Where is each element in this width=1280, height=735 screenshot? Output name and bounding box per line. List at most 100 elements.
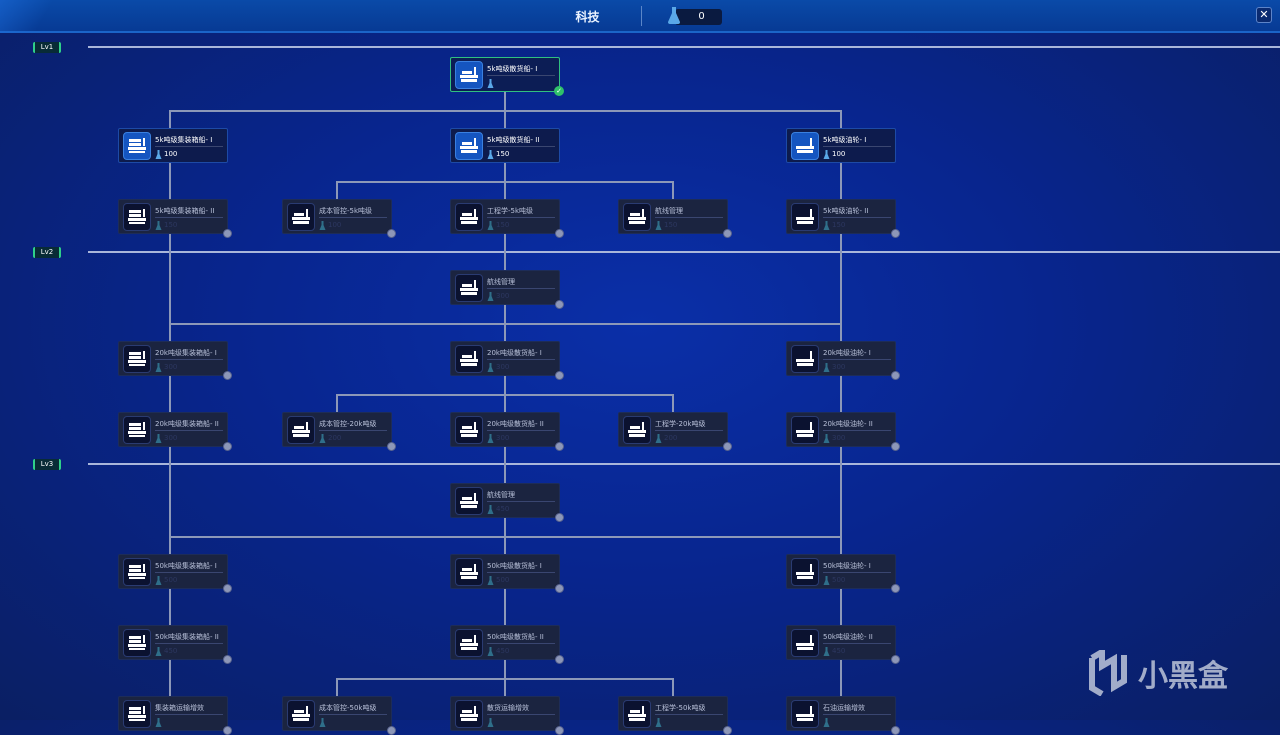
container-ship-icon — [123, 700, 151, 728]
divider — [823, 714, 891, 715]
tanker-icon — [791, 345, 819, 373]
lock-icon — [555, 584, 564, 593]
tanker-icon — [791, 416, 819, 444]
tech-node[interactable]: 5k吨级集装箱船- I 100 — [118, 128, 228, 163]
divider — [487, 430, 555, 431]
tech-node[interactable]: 5k吨级油轮- I 100 — [786, 128, 896, 163]
container-ship-icon — [123, 416, 151, 444]
level-divider — [88, 463, 1280, 465]
tech-cost: 300 — [496, 434, 510, 442]
tech-node[interactable]: 20k吨级散货船- II 300 — [450, 412, 564, 451]
lock-icon — [555, 300, 564, 309]
bulk-ship-icon — [455, 416, 483, 444]
connector-line — [336, 181, 338, 199]
divider — [487, 501, 555, 502]
tech-name: 50k吨级集装箱船- I — [155, 562, 217, 570]
tech-name: 20k吨级油轮- II — [823, 420, 873, 428]
lock-icon — [223, 584, 232, 593]
flask-icon — [487, 150, 494, 159]
lock-icon — [223, 442, 232, 451]
tech-name: 工程学-5k吨级 — [487, 207, 534, 215]
tech-node[interactable]: 50k吨级散货船- II 450 — [450, 625, 564, 664]
tech-node[interactable]: 50k吨级油轮- II 450 — [786, 625, 900, 664]
tech-cost: 200 — [328, 434, 342, 442]
tech-node[interactable]: 航线管理 300 — [450, 270, 564, 309]
tech-node[interactable]: 20k吨级散货船- I 300 — [450, 341, 564, 380]
tech-cost: 150 — [496, 221, 510, 229]
tech-node[interactable]: 50k吨级集装箱船- I 500 — [118, 554, 232, 593]
tech-node[interactable]: 成本管控-20k吨级 200 — [282, 412, 396, 451]
tech-node[interactable]: 50k吨级油轮- I 500 — [786, 554, 900, 593]
tech-node[interactable]: 成本管控-50k吨级 — [282, 696, 396, 735]
tech-node[interactable]: 20k吨级油轮- I 300 — [786, 341, 900, 380]
flask-icon — [487, 79, 494, 88]
flask-icon — [487, 505, 494, 514]
tech-name: 成本管控-50k吨级 — [319, 704, 377, 712]
tech-cost: 450 — [164, 647, 178, 655]
divider — [823, 217, 891, 218]
page-title: 科技 — [575, 10, 600, 24]
bulk-ship-icon — [287, 416, 315, 444]
tech-node[interactable]: 集装箱运输增效 — [118, 696, 232, 735]
connector-line — [336, 394, 338, 412]
tech-node[interactable]: 工程学-5k吨级 150 — [450, 199, 564, 238]
tech-node[interactable]: 成本管控-5k吨级 100 — [282, 199, 396, 238]
tech-cost: 150 — [164, 221, 178, 229]
connector-line — [672, 678, 674, 696]
bulk-ship-icon — [455, 61, 483, 89]
tech-cost: 200 — [664, 434, 678, 442]
tech-node[interactable]: 工程学-50k吨级 — [618, 696, 732, 735]
lock-icon — [891, 584, 900, 593]
container-ship-icon — [123, 629, 151, 657]
container-ship-icon — [123, 203, 151, 231]
connector-line — [169, 110, 171, 710]
connector-line — [840, 110, 842, 710]
close-button[interactable]: ✕ — [1256, 7, 1272, 23]
tech-name: 20k吨级油轮- I — [823, 349, 871, 357]
flask-icon — [319, 221, 326, 230]
tech-cost: 300 — [832, 434, 846, 442]
divider — [487, 643, 555, 644]
divider — [487, 714, 555, 715]
divider — [487, 359, 555, 360]
bulk-ship-icon — [623, 203, 651, 231]
tech-node[interactable]: 航线管理 450 — [450, 483, 564, 522]
connector-line — [672, 394, 674, 412]
lock-icon — [891, 655, 900, 664]
tech-node[interactable]: 50k吨级散货船- I 500 — [450, 554, 564, 593]
watermark: 小黑盒 — [1088, 650, 1228, 696]
tech-node[interactable]: 20k吨级集装箱船- II 300 — [118, 412, 232, 451]
tech-cost: 300 — [832, 363, 846, 371]
divider — [319, 217, 387, 218]
divider — [155, 714, 223, 715]
bulk-ship-icon — [455, 487, 483, 515]
divider — [823, 430, 891, 431]
lock-icon — [223, 655, 232, 664]
tech-node[interactable]: 5k吨级散货船- II 150 — [450, 128, 560, 163]
divider — [319, 430, 387, 431]
bulk-ship-icon — [623, 416, 651, 444]
tech-node[interactable]: 20k吨级集装箱船- I 300 — [118, 341, 232, 380]
tech-node[interactable]: 航线管理 150 — [618, 199, 732, 238]
bulk-ship-icon — [287, 203, 315, 231]
tech-node[interactable]: 20k吨级油轮- II 300 — [786, 412, 900, 451]
flask-icon — [823, 647, 830, 656]
tech-cost: 100 — [328, 221, 342, 229]
tech-node[interactable]: 5k吨级散货船- I ✓ — [450, 57, 564, 96]
tech-node[interactable]: 石油运输增效 — [786, 696, 900, 735]
tech-node[interactable]: 工程学-20k吨级 200 — [618, 412, 732, 451]
tech-node[interactable]: 散货运输增效 — [450, 696, 564, 735]
tech-node[interactable]: 5k吨级油轮- II 150 — [786, 199, 900, 238]
lock-icon — [723, 726, 732, 735]
flask-icon — [487, 434, 494, 443]
tech-cost: 500 — [164, 576, 178, 584]
divider — [823, 359, 891, 360]
tech-node[interactable]: 5k吨级集装箱船- II 150 — [118, 199, 232, 238]
flask-icon — [155, 647, 162, 656]
level-badge-1: Lv1 — [33, 42, 61, 53]
flask-icon — [655, 434, 662, 443]
tech-node[interactable]: 50k吨级集装箱船- II 450 — [118, 625, 232, 664]
divider — [155, 643, 223, 644]
bulk-ship-icon — [455, 700, 483, 728]
tech-cost: 300 — [496, 292, 510, 300]
